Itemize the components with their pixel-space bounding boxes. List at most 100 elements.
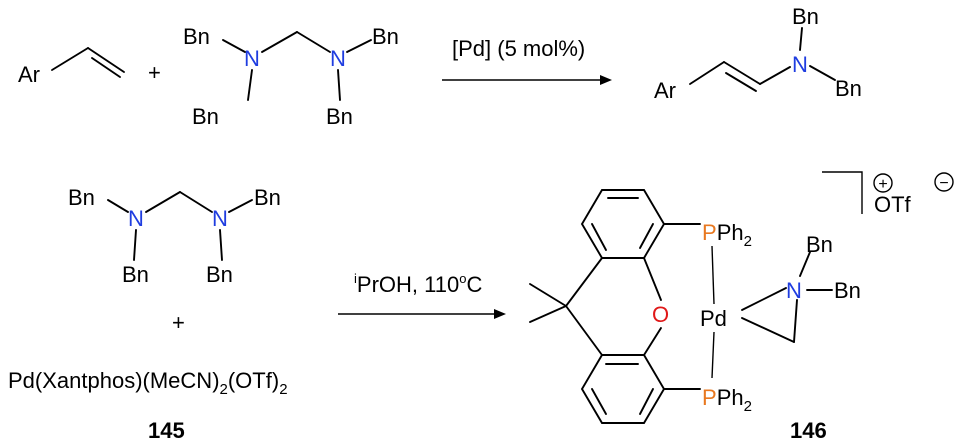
bond: [725, 72, 757, 92]
phosphorus-symbol: P: [702, 220, 717, 245]
bn-label: Bn: [326, 104, 353, 129]
pd-complex-146: O PPh2 PPh2 Pd N Bn Bn +: [529, 171, 954, 424]
nitrogen-label: N: [244, 46, 260, 71]
bond: [133, 229, 137, 261]
oxygen-label: O: [652, 302, 669, 327]
phosphorus-symbol: P: [702, 385, 717, 410]
bn-label: Bn: [835, 76, 862, 101]
phosphorus-label: PPh2: [702, 385, 752, 415]
ar-label: Ar: [654, 78, 676, 103]
compound-number-145: 145: [148, 418, 185, 443]
bn-label: Bn: [206, 262, 233, 287]
p-pd-bond: [711, 245, 715, 305]
aminal-reagent: Bn N Bn N Bn Bn: [183, 24, 399, 129]
reaction-2: Bn N Bn N Bn Bn + Pd(Xantphos)(MeCN)2(OT…: [8, 171, 954, 443]
nitrogen-label: N: [128, 206, 144, 231]
methyl-bond: [529, 305, 567, 323]
reaction-1: Ar + Bn N Bn N Bn Bn [Pd] (5 mol%): [18, 4, 862, 129]
phenyl-label: Ph: [717, 220, 744, 245]
enamine-product: Ar N Bn Bn: [654, 4, 862, 103]
formula-part: Pd(Xantphos)(MeCN): [8, 368, 220, 393]
bond: [228, 199, 253, 213]
nitrogen-label: N: [212, 206, 228, 231]
phenyl-label: Ph: [717, 385, 744, 410]
conditions-superscript: i: [354, 271, 357, 286]
formula-subscript: 2: [220, 381, 228, 398]
negative-charge: −: [939, 175, 948, 192]
bond: [91, 57, 121, 78]
arrow-head: [600, 75, 612, 85]
bond: [591, 223, 607, 251]
bond: [643, 257, 662, 301]
reaction-arrow-2: iPrOH, 110oC: [338, 271, 506, 319]
negative-charge-circle: [934, 172, 954, 192]
bond: [346, 39, 372, 53]
c-n-bond: [793, 299, 798, 343]
bond: [643, 327, 662, 356]
bond: [565, 257, 603, 307]
conditions-text: PrOH, 110: [357, 272, 459, 297]
phenyl-subscript: 2: [744, 398, 752, 415]
bond: [219, 229, 223, 261]
phenyl-subscript: 2: [744, 233, 752, 250]
bn-label: Bn: [192, 104, 219, 129]
reaction-arrow-1: [Pd] (5 mol%): [442, 36, 612, 85]
bond: [799, 251, 811, 277]
nitrogen-label: N: [330, 46, 346, 71]
conditions-label: [Pd] (5 mol%): [452, 36, 585, 61]
bn-label: Bn: [183, 24, 210, 49]
bn-label: Bn: [122, 262, 149, 287]
benzene-ring: [580, 189, 666, 259]
bond: [179, 191, 213, 213]
plus-sign: +: [148, 60, 161, 85]
bond: [222, 39, 246, 53]
formula-subscript: 2: [279, 381, 287, 398]
conditions-label: iPrOH, 110oC: [354, 271, 482, 297]
methyl-bond: [529, 283, 567, 307]
bond: [145, 191, 181, 213]
bn-label: Bn: [254, 185, 281, 210]
cation-bracket: [822, 171, 863, 214]
aryl-alkene: Ar: [18, 47, 125, 87]
bond: [87, 47, 125, 73]
bond: [107, 199, 129, 213]
plus-sign: +: [172, 310, 185, 335]
bn-label: Bn: [68, 185, 95, 210]
bond: [247, 69, 253, 101]
bn-label: Bn: [806, 232, 833, 257]
positive-charge: +: [878, 176, 887, 193]
bond: [261, 31, 298, 53]
nitrogen-label: N: [792, 52, 808, 77]
bond: [639, 223, 654, 249]
formula-part: (OTf): [228, 368, 279, 393]
nitrogen-label: N: [786, 278, 802, 303]
bond: [639, 388, 654, 415]
compound-number-146: 146: [790, 418, 827, 443]
bond: [759, 66, 791, 85]
bond: [799, 27, 803, 51]
bond: [689, 61, 725, 85]
bond: [723, 61, 761, 85]
bn-label: Bn: [372, 24, 399, 49]
ar-label: Ar: [18, 62, 40, 87]
bond: [565, 305, 603, 356]
aminal-reagent-2: Bn N Bn N Bn Bn: [68, 185, 281, 287]
pd-precursor-formula: Pd(Xantphos)(MeCN)2(OTf)2: [8, 368, 288, 398]
counterion-label: OTf: [874, 192, 912, 217]
bn-label: Bn: [834, 278, 861, 303]
bond: [809, 65, 836, 81]
pd-c-bond: [741, 317, 795, 343]
temperature-unit: C: [466, 272, 482, 297]
positive-charge-circle: [873, 173, 893, 193]
benzene-ring: [580, 354, 666, 424]
bond: [337, 69, 341, 101]
bond: [591, 388, 607, 415]
arrow-head: [494, 309, 506, 319]
bond: [51, 47, 89, 71]
phosphorus-label: PPh2: [702, 220, 752, 250]
degree-symbol: o: [459, 271, 466, 286]
bn-label: Bn: [792, 4, 819, 29]
palladium-label: Pd: [700, 306, 727, 331]
p-pd-bond: [711, 331, 715, 379]
